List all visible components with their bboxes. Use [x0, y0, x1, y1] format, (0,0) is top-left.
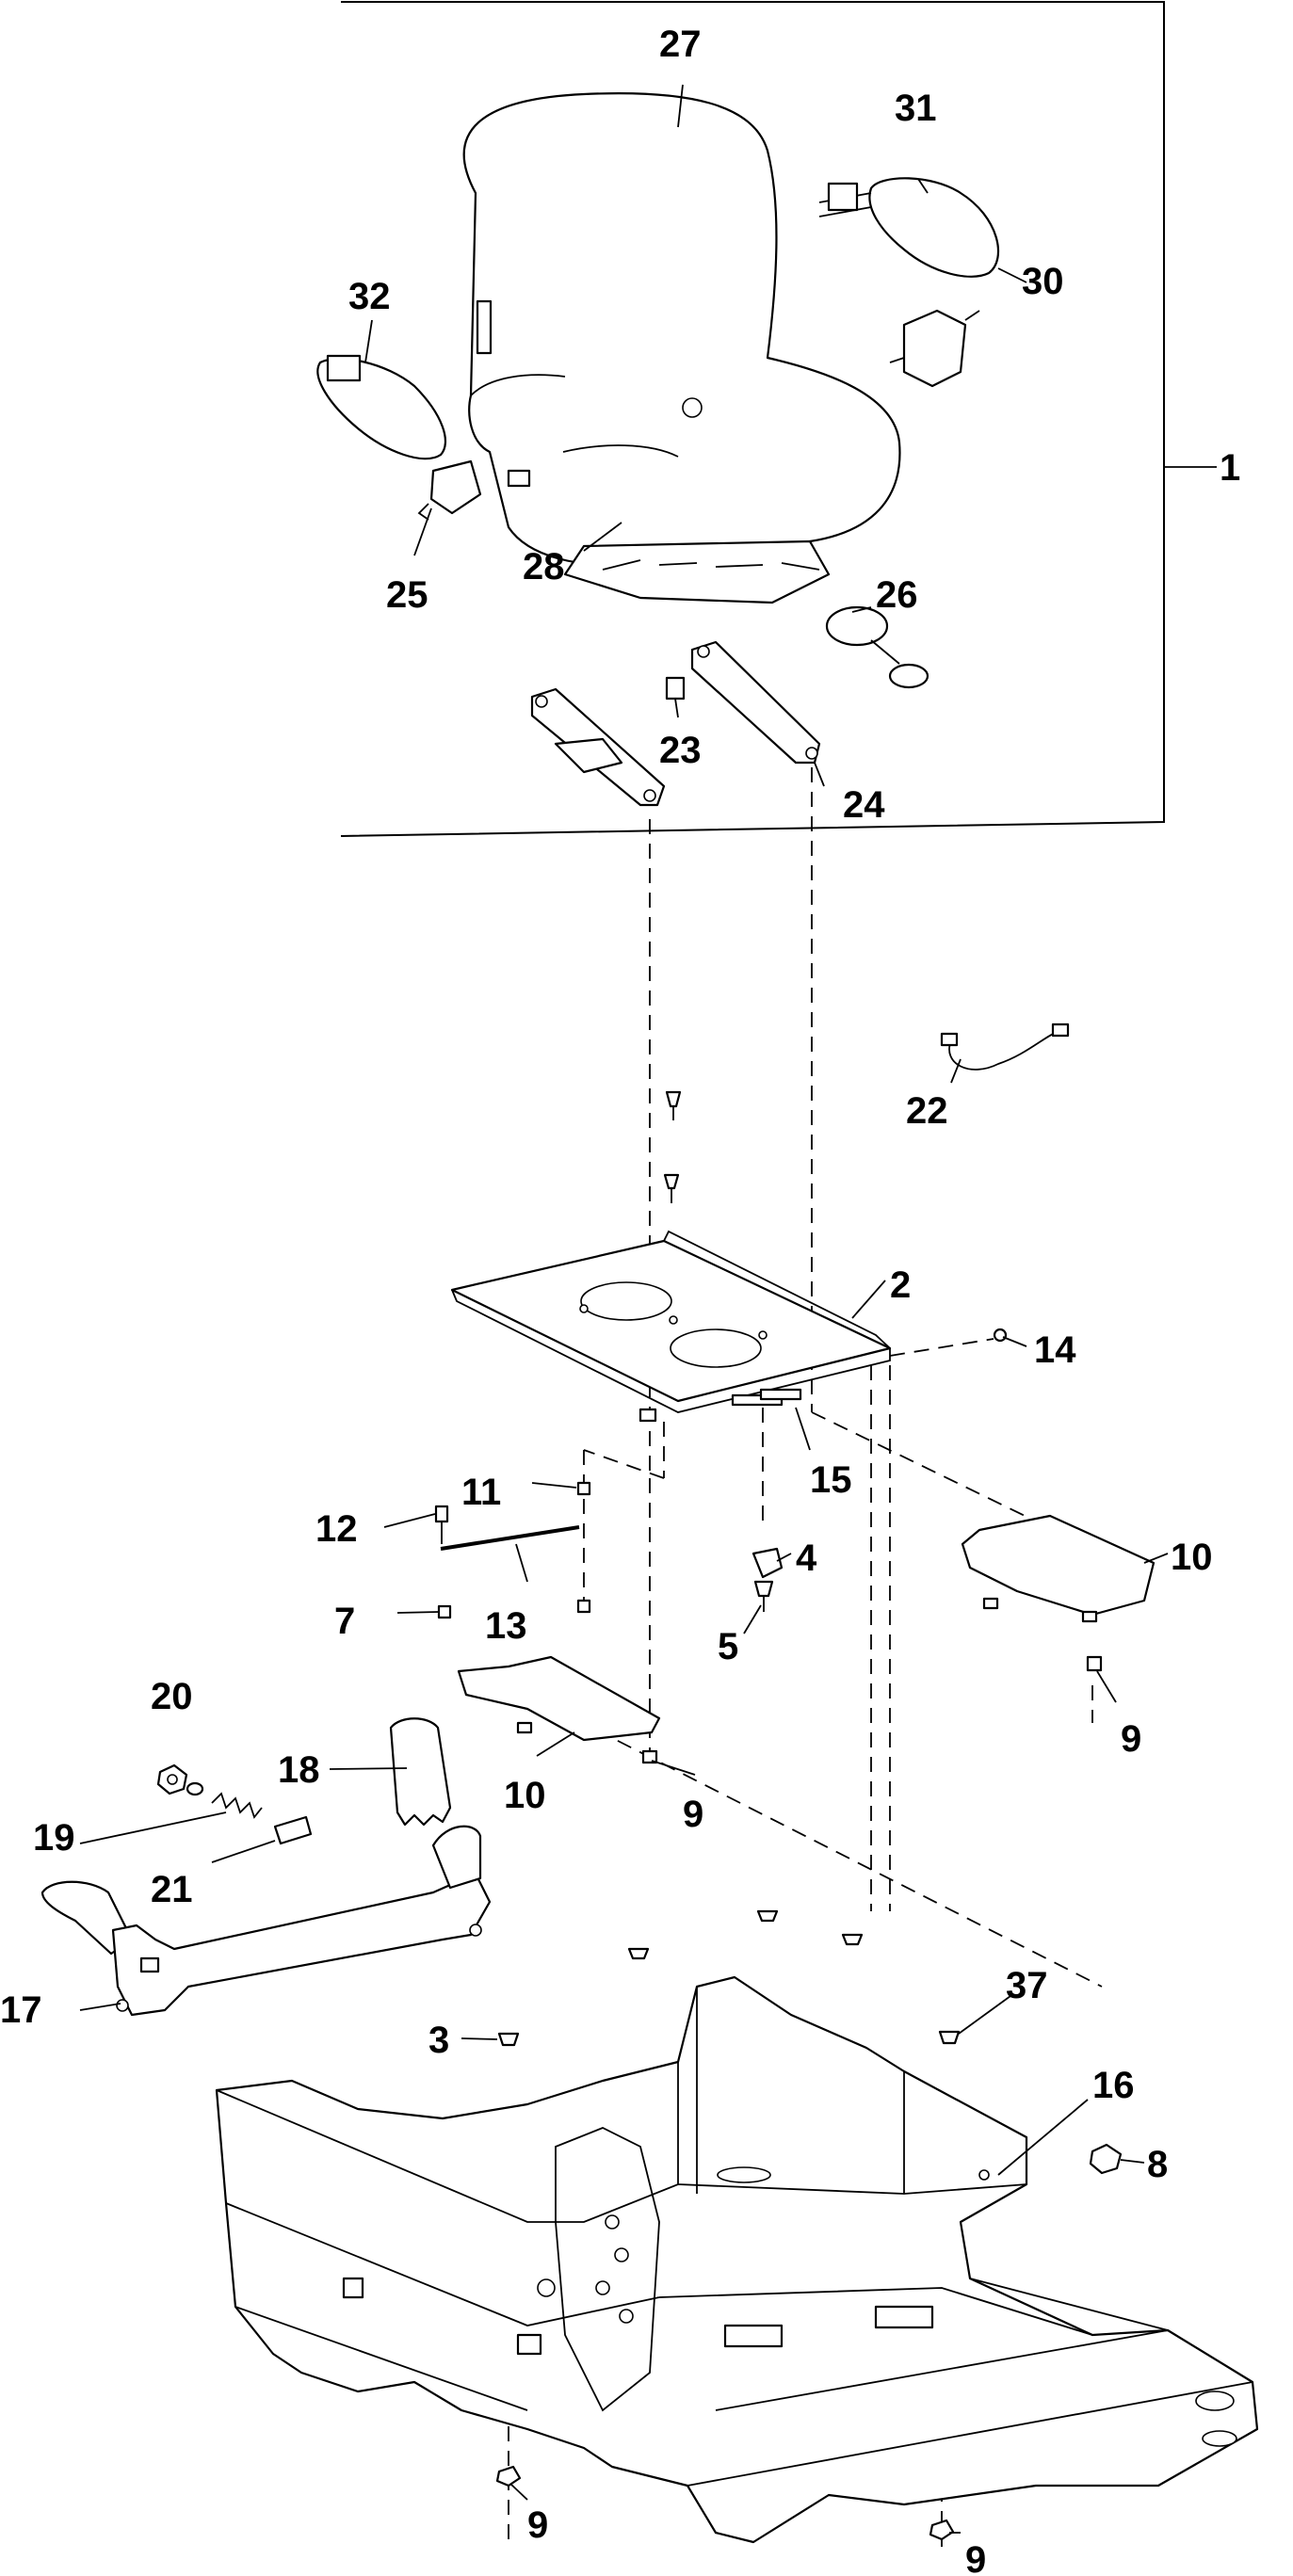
- callout-18: 18: [278, 1749, 320, 1791]
- bracket-left: [457, 1655, 661, 1764]
- callout-9-lower-left: 9: [527, 2504, 548, 2546]
- lever-grip: [389, 1717, 452, 1827]
- callout-19: 19: [33, 1817, 75, 1859]
- bolt-14: [993, 1328, 1008, 1343]
- callout-7: 7: [334, 1601, 355, 1642]
- callout-37: 37: [1006, 1965, 1048, 2006]
- armrest-right: [818, 177, 1000, 278]
- nuts: [495, 2143, 1123, 2541]
- callout-24: 24: [843, 784, 885, 826]
- callout-10-right: 10: [1171, 1537, 1213, 1578]
- callout-23: 23: [659, 730, 702, 771]
- callout-30: 30: [1022, 261, 1064, 302]
- seat-slide-rails: [530, 640, 821, 807]
- callout-11: 11: [461, 1472, 501, 1513]
- callout-14: 14: [1034, 1329, 1076, 1371]
- callout-28: 28: [523, 546, 565, 588]
- bracket-right: [961, 1514, 1156, 1672]
- latch: [752, 1547, 784, 1612]
- leader-lines: [79, 84, 1169, 2534]
- callout-8: 8: [1147, 2144, 1168, 2185]
- callout-17: 17: [0, 1989, 42, 2031]
- callout-26: 26: [876, 574, 918, 616]
- pivot-pins: [731, 1388, 802, 1407]
- wire-harness: [940, 1022, 1070, 1071]
- plate-screws: [663, 1090, 682, 1203]
- seat: [462, 91, 901, 604]
- callout-21: 21: [151, 1869, 193, 1910]
- callout-31: 31: [895, 88, 937, 129]
- bumpers: [497, 1909, 961, 2047]
- lever-assembly: [40, 1825, 492, 2017]
- adjustment-knob: [825, 605, 929, 689]
- callout-9-upper-right: 9: [1121, 1718, 1141, 1760]
- armrest-left: [316, 354, 447, 460]
- linkage-rod: [434, 1481, 591, 1619]
- callout-5: 5: [718, 1626, 738, 1667]
- callout-32: 32: [348, 276, 391, 317]
- callout-1: 1: [1220, 447, 1240, 489]
- callout-25: 25: [386, 574, 428, 616]
- nut-spring-bushing: [156, 1763, 313, 1845]
- callout-22: 22: [906, 1090, 948, 1132]
- callout-numbers: 27 31 30 32 1 25 28 26 23 24 22 2 14 15 …: [0, 24, 1240, 2576]
- callout-2: 2: [890, 1264, 911, 1306]
- callout-13: 13: [485, 1605, 527, 1647]
- assembly-lines-seat: [649, 767, 1084, 1545]
- seat-belt-latch-right: [889, 309, 980, 388]
- seat-belt-buckle: [417, 459, 482, 521]
- seat-mounting-plate: [450, 1230, 892, 1423]
- callout-15: 15: [810, 1459, 852, 1501]
- callout-9-upper-left: 9: [683, 1794, 703, 1835]
- callout-20: 20: [151, 1676, 193, 1717]
- callout-9-lower-right: 9: [965, 2539, 986, 2576]
- callout-3: 3: [428, 2020, 449, 2061]
- callout-12: 12: [315, 1508, 358, 1550]
- callout-16: 16: [1092, 2065, 1135, 2106]
- main-frame: [215, 1975, 1259, 2544]
- callout-4: 4: [796, 1538, 817, 1579]
- seat-assembly-group-box: [340, 1, 1217, 837]
- callout-10-left: 10: [504, 1775, 546, 1816]
- callout-27: 27: [659, 24, 702, 65]
